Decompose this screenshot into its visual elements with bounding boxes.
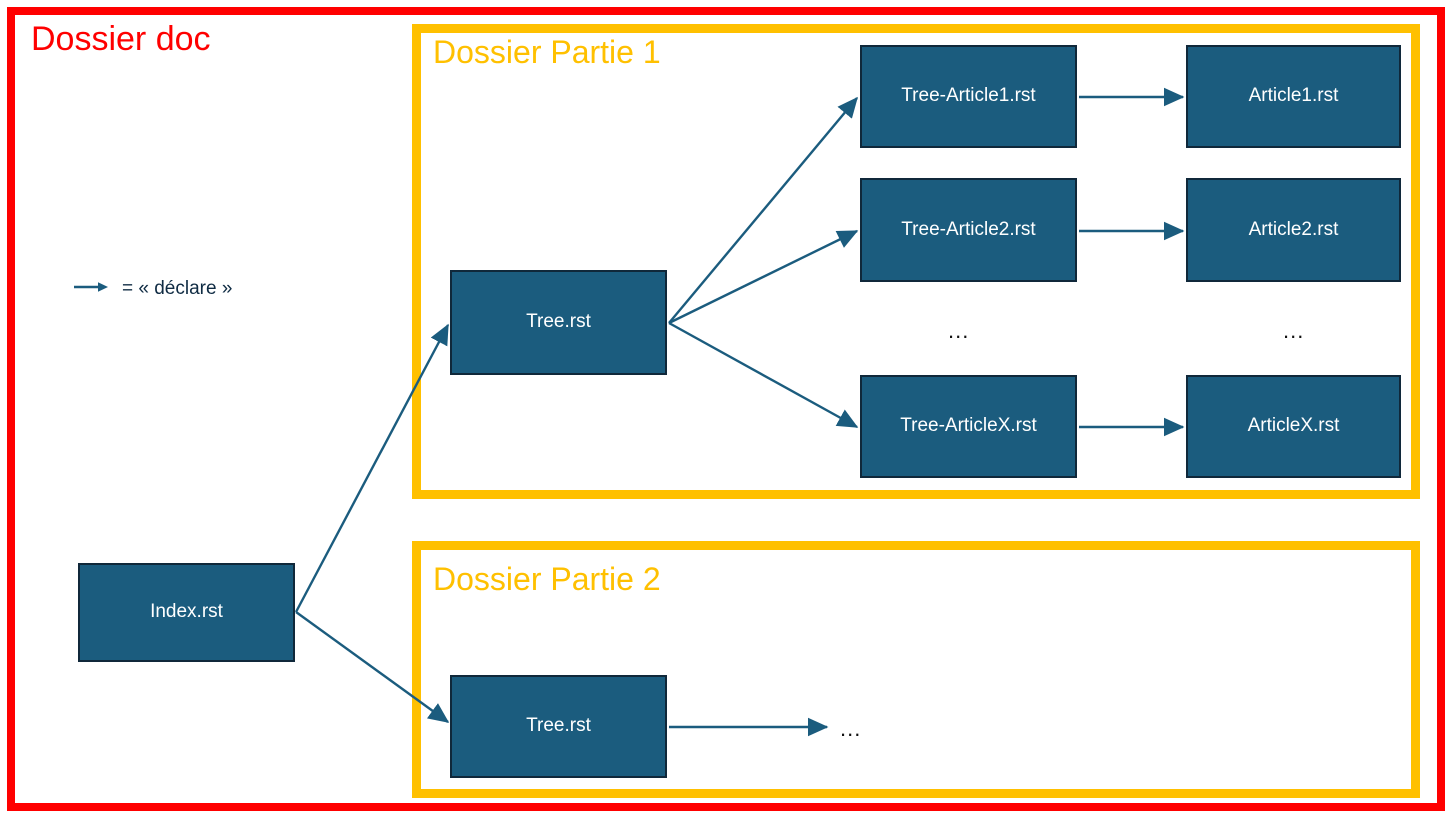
node-tree-rst-partie1[interactable]: Tree.rst — [450, 270, 667, 375]
node-article1-rst[interactable]: Article1.rst — [1186, 45, 1401, 148]
node-tree-article1-rst[interactable]: Tree-Article1.rst — [860, 45, 1077, 148]
node-tree-articlex-rst[interactable]: Tree-ArticleX.rst — [860, 375, 1077, 478]
legend: = « déclare » — [74, 278, 232, 300]
ellipsis-partie2: ... — [840, 716, 862, 741]
ellipsis-tree-article-column: ... — [948, 318, 970, 343]
ellipsis-article-column: ... — [1283, 318, 1305, 343]
node-index-rst[interactable]: Index.rst — [78, 563, 295, 662]
partie1-folder-title: Dossier Partie 1 — [433, 34, 661, 70]
node-tree-rst-partie2[interactable]: Tree.rst — [450, 675, 667, 778]
arrow-right-icon — [74, 279, 108, 300]
doc-folder-container — [7, 7, 1445, 811]
node-articlex-rst[interactable]: ArticleX.rst — [1186, 375, 1401, 478]
node-tree-article2-rst[interactable]: Tree-Article2.rst — [860, 178, 1077, 282]
doc-folder-title: Dossier doc — [31, 20, 211, 58]
partie2-folder-title: Dossier Partie 2 — [433, 561, 661, 597]
legend-label: = « déclare » — [122, 278, 233, 299]
node-article2-rst[interactable]: Article2.rst — [1186, 178, 1401, 282]
partie1-folder-container — [412, 24, 1420, 499]
